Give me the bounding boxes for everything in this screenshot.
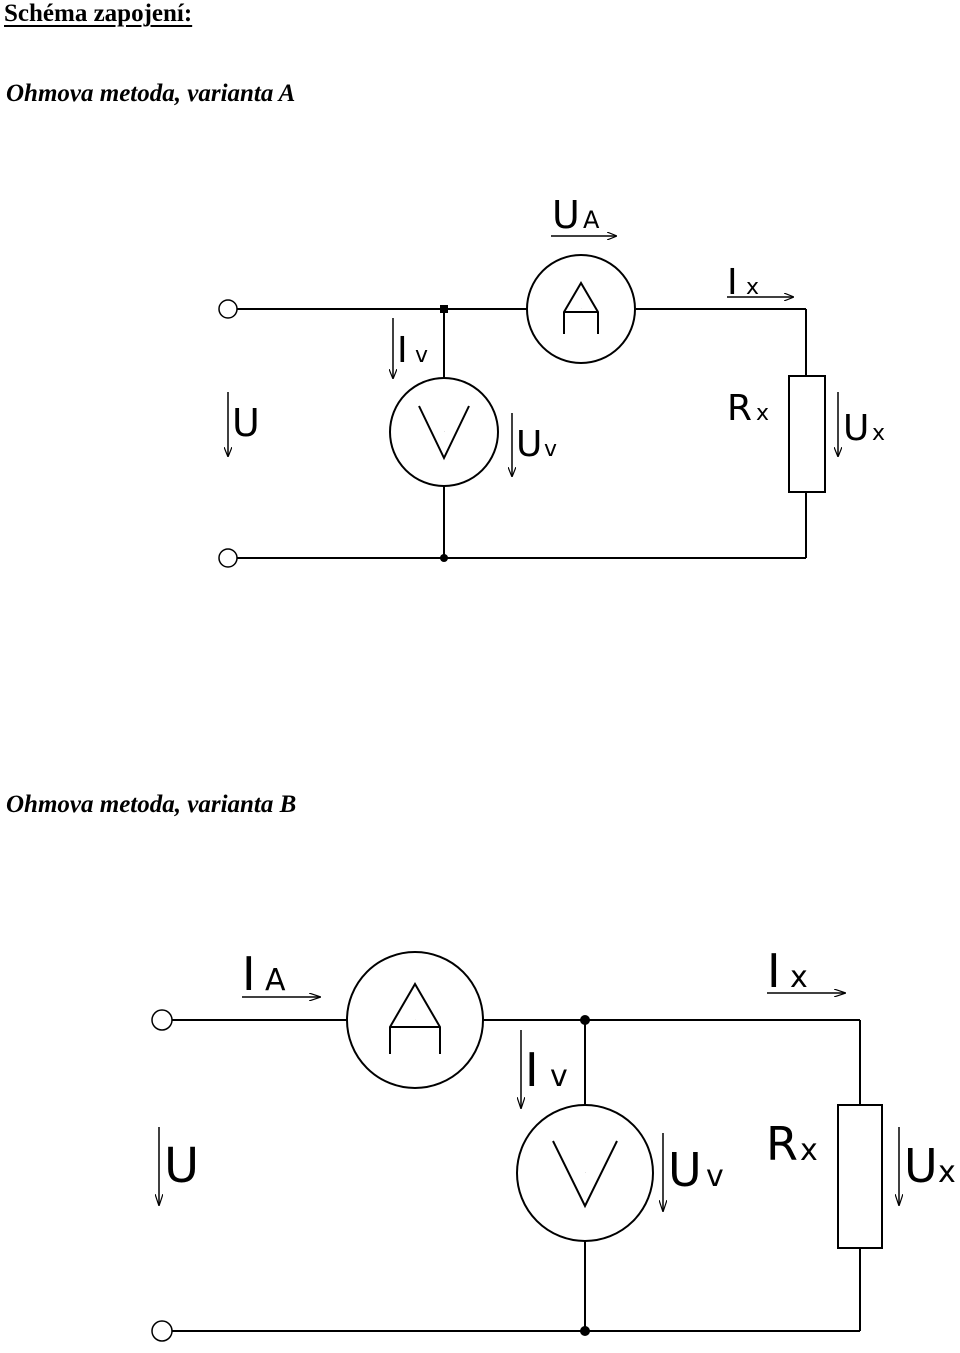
u-label: U [164,1138,199,1194]
input-terminal-bottom [151,1320,173,1342]
u-label: U [232,401,260,445]
rx-label-main: R [766,1117,798,1171]
variant-a-title: Ohmova metoda, varianta A [6,80,296,107]
ammeter-a: A [526,254,636,364]
uv-label-main: U [516,424,542,465]
variant-b-title: Ohmova metoda, varianta B [6,791,297,818]
ua-label-main: U [552,193,580,237]
rx-label-main: R [727,388,752,429]
uv-label-main: U [668,1143,702,1197]
iv-label-sub: v [415,343,428,368]
circuit-diagram-a: A V U A I x I v U U v R x U x [218,193,885,568]
page-title: Schéma zapojení: [4,0,193,27]
ia-label-sub: A [265,963,286,998]
rx-label-sub: x [756,401,769,426]
resistor-rx-b [837,1104,883,1249]
junction-dot-bottom [580,1326,590,1336]
uv-label-sub: v [544,437,557,462]
voltmeter-a: V [389,377,499,487]
voltmeter-symbol: V [585,1172,586,1174]
ammeter-b: A [346,951,484,1089]
ux-label-main: U [843,408,869,449]
junction-dot-bottom [440,554,448,562]
iv-label-main: I [397,330,408,371]
ux-label-sub: x [872,421,885,446]
voltmeter-b: V [516,1104,654,1242]
junction-dot-top [580,1015,590,1025]
ix-label-main: I [767,944,781,998]
iv-label-sub: v [550,1059,568,1094]
resistor-rx-a [788,375,826,493]
junction-dot-top [440,305,448,313]
input-terminal-top [218,299,238,319]
ix-label-main: I [727,262,738,303]
input-terminal-top [151,1009,173,1031]
ix-label-sub: x [790,960,808,995]
ua-label-sub: A [583,206,600,234]
ia-label-main: I [242,947,256,1001]
iv-label-main: I [525,1043,539,1097]
input-terminal-bottom [218,548,238,568]
wires-b [172,1019,861,1332]
uv-label-sub: v [706,1159,724,1194]
ammeter-symbol: A [415,1018,416,1021]
rx-label-sub: x [800,1133,818,1168]
ix-label-sub: x [746,275,759,300]
voltmeter-symbol: V [444,431,445,433]
ammeter-symbol: A [581,307,582,310]
ux-label-sub: x [938,1155,956,1190]
ux-label-main: U [904,1139,938,1193]
wires-a [237,308,807,559]
